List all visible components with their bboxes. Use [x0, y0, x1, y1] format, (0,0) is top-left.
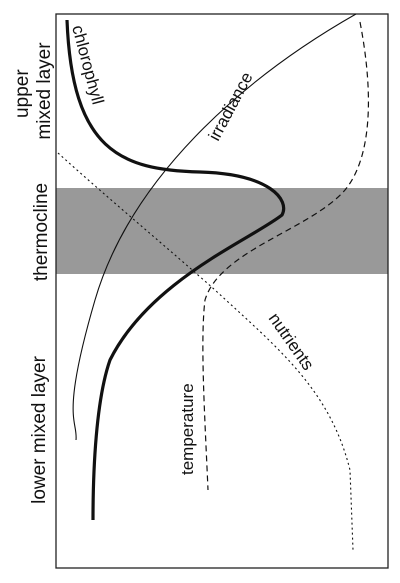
irradiance-curve	[72, 13, 357, 441]
thermocline-band	[56, 188, 388, 274]
temperature-label: temperature	[178, 383, 197, 475]
plot-frame	[55, 13, 389, 569]
chlorophyll-label: chlorophyll	[68, 23, 107, 106]
chlorophyll-curve	[65, 19, 286, 521]
temperature-curve	[202, 21, 370, 491]
lower-mixed-layer-label: lower mixed layer	[29, 355, 50, 503]
irradiance-label: irradiance	[205, 69, 257, 144]
upper-mixed-layer-label: upper mixed layer	[12, 42, 55, 140]
thermocline-label: thermocline	[31, 183, 52, 281]
nutrients-curve	[57, 152, 354, 551]
nutrients-label: nutrients	[265, 309, 318, 373]
